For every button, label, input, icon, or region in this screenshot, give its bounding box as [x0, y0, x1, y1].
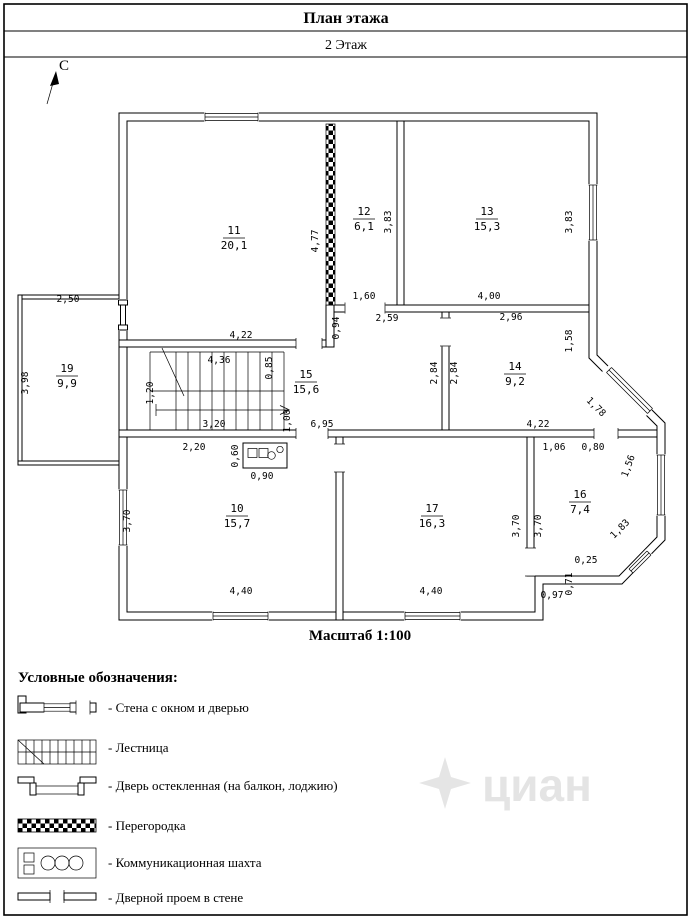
window-bottom-right — [404, 611, 461, 621]
watermark: циан — [419, 757, 592, 811]
dimension-label: 1,56 — [620, 453, 638, 479]
legend-item-label: - Перегородка — [108, 818, 186, 833]
north-arrow: С — [46, 58, 69, 105]
legend-item-label: - Дверной проем в стене — [108, 890, 243, 905]
room-area: 15,3 — [474, 220, 501, 233]
floor-plan: 2,50 3,98 4,77 3,83 3,83 1,602,59 4,00 4,22 0,94… — [17, 112, 666, 621]
room-area: 16,3 — [419, 517, 446, 530]
room-area: 7,4 — [570, 503, 590, 516]
dimension-label: 1,06 — [543, 442, 566, 453]
window-left — [118, 489, 128, 546]
room-number: 14 — [508, 360, 522, 373]
dimension-label: 4,36 — [208, 355, 231, 366]
window-bottom-left — [212, 611, 269, 621]
dimension-label: 4,22 — [230, 330, 253, 341]
dimension-label: 1,83 — [608, 517, 632, 541]
dimension-label: 1,58 — [564, 329, 575, 352]
dimension-label: 3,83 — [383, 211, 394, 234]
legend-item-label: - Коммуникационная шахта — [108, 855, 262, 870]
window-bay-lower — [628, 549, 654, 575]
dimension-label: 4,22 — [527, 419, 550, 430]
legend-item-label: - Стена с окном и дверью — [108, 700, 249, 715]
room-number: 13 — [480, 205, 493, 218]
dimension-label: 2,84 — [429, 361, 440, 384]
dimension-label: 3,70 — [122, 509, 133, 532]
glazed-door-symbol — [17, 776, 97, 796]
window-right-upper — [588, 184, 598, 241]
room-number: 10 — [230, 502, 243, 515]
room-number: 11 — [227, 224, 240, 237]
floor-label: 2 Этаж — [325, 38, 367, 53]
dimension-label: 3,70 — [511, 514, 522, 537]
dimension-label: 3,20 — [203, 419, 226, 430]
dimension-label: 6,95 — [311, 419, 334, 430]
room-area: 15,7 — [224, 517, 251, 530]
dimension-label: 1,60 — [353, 291, 376, 302]
windows — [118, 112, 666, 621]
dimension-label: 4,00 — [478, 291, 501, 302]
balcony-walls — [17, 294, 120, 466]
room-area: 15,6 — [293, 383, 320, 396]
page-title: План этажа — [303, 10, 388, 27]
dimension-label: 2,96 — [500, 312, 523, 323]
room-area: 9,9 — [57, 377, 77, 390]
legend: Условные обозначения: - Стена с окном и … — [17, 670, 338, 905]
dimension-label: 0,71 — [564, 572, 575, 595]
watermark-text: циан — [482, 759, 592, 811]
dimension-label: 3,98 — [20, 371, 31, 394]
room-number: 19 — [60, 362, 73, 375]
door-opening-symbol — [17, 890, 97, 903]
window-bay-upper — [602, 365, 653, 416]
dimension-label: 0,94 — [331, 316, 342, 339]
legend-header: Условные обозначения: — [18, 670, 178, 686]
shaft-symbol — [17, 847, 97, 879]
room-number: 17 — [425, 502, 438, 515]
dimension-label: 2,50 — [57, 294, 80, 305]
room-number: 15 — [299, 368, 312, 381]
communication-shaft — [242, 442, 288, 469]
room-area: 6,1 — [354, 220, 374, 233]
stairs-symbol — [17, 739, 97, 765]
dimension-label: 0,80 — [582, 442, 605, 453]
window-right-lower — [656, 454, 666, 516]
partition-symbol — [17, 818, 97, 833]
page-border — [3, 3, 688, 916]
legend-item-label: - Лестница — [108, 740, 169, 755]
dimension-label: 0,60 — [230, 444, 241, 467]
dimension-label: 4,77 — [310, 230, 321, 253]
dimension-label: 2,84 — [449, 361, 460, 384]
scale-label: Масштаб 1:100 — [309, 628, 411, 644]
room-area: 20,1 — [221, 239, 248, 252]
wall-window-door-symbol — [17, 695, 97, 715]
dimension-label: 3,83 — [564, 211, 575, 234]
partition-wall — [325, 123, 336, 306]
door-openings — [295, 302, 619, 577]
dimension-label: 1,78 — [584, 395, 608, 419]
north-label: С — [59, 58, 69, 74]
dimension-label: 1,00 — [282, 409, 293, 432]
room-number: 12 — [357, 205, 370, 218]
dimension-label: 2,59 — [376, 313, 399, 324]
interior-walls — [118, 120, 658, 621]
room-area: 9,2 — [505, 375, 525, 388]
dimension-label: 0,25 — [575, 555, 598, 566]
dimension-label: 4,40 — [230, 586, 253, 597]
dimension-label: 1,20 — [145, 381, 156, 404]
dimension-label: 4,40 — [420, 586, 443, 597]
room-number: 16 — [573, 488, 586, 501]
stairs — [149, 347, 290, 430]
dimension-label: 0,85 — [264, 357, 275, 380]
window-top — [204, 112, 259, 122]
dimension-label: 0,97 — [541, 590, 564, 601]
exterior-walls — [118, 112, 666, 621]
dimension-label: 3,70 — [533, 514, 544, 537]
dimension-label: 0,90 — [251, 471, 274, 482]
balcony-glazed-door — [118, 299, 128, 331]
legend-item-label: - Дверь остекленная (на балкон, лоджию) — [108, 778, 338, 793]
dimension-label: 2,20 — [183, 442, 206, 453]
